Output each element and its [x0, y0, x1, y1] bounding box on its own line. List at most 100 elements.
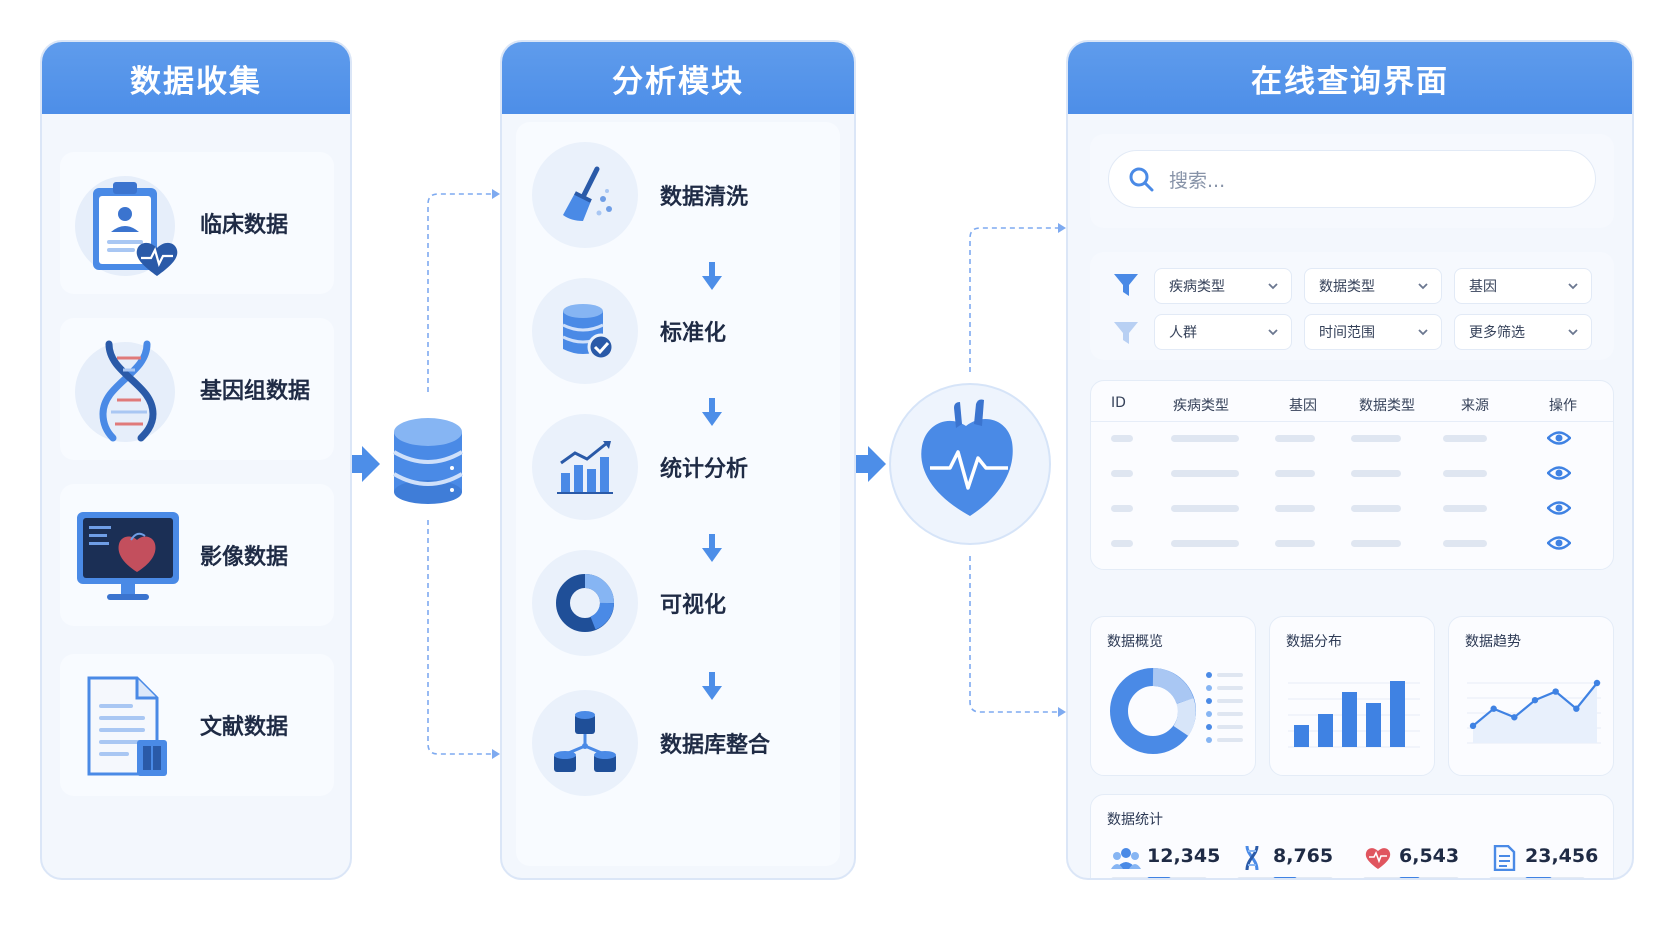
step-visualize[interactable]: 可视化	[532, 550, 832, 656]
card-distribution[interactable]: 数据分布	[1269, 616, 1435, 776]
search-area: 搜索...	[1090, 134, 1614, 228]
database-check-icon	[532, 278, 638, 384]
source-card-genomic[interactable]: 基因组数据	[60, 318, 334, 460]
users-icon	[1111, 848, 1141, 869]
cell-placeholder	[1443, 540, 1487, 547]
panel-title: 数据收集	[42, 42, 350, 114]
view-eye-icon[interactable]	[1547, 430, 1571, 446]
step-normalize[interactable]: 标准化	[532, 278, 832, 384]
view-eye-icon[interactable]	[1547, 500, 1571, 516]
central-database-icon	[392, 418, 464, 504]
filter-disease-type[interactable]: 疾病类型	[1154, 268, 1292, 304]
stat-value: 12,345	[1147, 845, 1221, 867]
filter-population[interactable]: 人群	[1154, 314, 1292, 350]
filter-icon	[1114, 322, 1138, 344]
bar	[1318, 714, 1333, 747]
cell-placeholder	[1275, 540, 1315, 547]
heart-hub-icon	[889, 383, 1051, 545]
card-title: 数据概览	[1107, 634, 1163, 650]
bar	[1390, 681, 1405, 747]
stat-value: 8,765	[1273, 845, 1334, 867]
donut-chart-icon	[532, 550, 638, 656]
legend-list	[1206, 672, 1243, 743]
step-cleaning[interactable]: 数据清洗	[532, 142, 832, 248]
step-label: 标准化	[660, 321, 727, 346]
source-label: 基因组数据	[200, 379, 311, 404]
card-overview[interactable]: 数据概览	[1090, 616, 1256, 776]
stat-documents: 23,456	[1489, 843, 1609, 878]
cell-placeholder	[1351, 505, 1401, 512]
filter-icon	[1114, 274, 1138, 296]
stat-fill	[1399, 877, 1420, 878]
source-label: 文献数据	[200, 715, 289, 740]
chevron-down-icon	[1568, 329, 1578, 336]
card-trend[interactable]: 数据趋势	[1448, 616, 1614, 776]
filter-area: 疾病类型 数据类型 基因 人群 时间范围 更多筛选	[1090, 252, 1614, 360]
chevron-down-icon	[1418, 283, 1428, 290]
document-small-icon	[1493, 845, 1516, 871]
stat-fill	[1273, 877, 1297, 878]
trend-point	[1511, 714, 1518, 721]
bar-trend-icon	[532, 414, 638, 520]
source-card-imaging[interactable]: 影像数据	[60, 484, 334, 626]
cell-placeholder	[1351, 470, 1401, 477]
cell-placeholder	[1351, 435, 1401, 442]
card-title: 数据趋势	[1465, 634, 1521, 650]
filter-more[interactable]: 更多筛选	[1454, 314, 1592, 350]
cell-placeholder	[1443, 505, 1487, 512]
step-label: 数据库整合	[660, 733, 771, 758]
step-statistics[interactable]: 统计分析	[532, 414, 832, 520]
panel-online-query: 在线查询界面 搜索... 疾病类型 数据类型 基因 人群 时间范围 更多筛选 I…	[1066, 40, 1634, 880]
filter-gene[interactable]: 基因	[1454, 268, 1592, 304]
dashed-connector-bottom	[427, 520, 494, 755]
chevron-down-icon	[1268, 329, 1278, 336]
donut-segment	[1173, 698, 1196, 737]
stat-genes: 8,765	[1237, 843, 1357, 878]
cell-placeholder	[1275, 435, 1315, 442]
step-integration[interactable]: 数据库整合	[532, 690, 832, 796]
view-eye-icon[interactable]	[1547, 535, 1571, 551]
source-label: 临床数据	[200, 213, 289, 238]
stat-fill	[1147, 877, 1171, 878]
dashed-connector-top	[427, 193, 494, 392]
step-label: 统计分析	[660, 457, 749, 482]
cell-placeholder	[1443, 470, 1487, 477]
cell-placeholder	[1171, 505, 1239, 512]
results-table: ID 疾病类型 基因 数据类型 来源 操作	[1090, 380, 1614, 570]
filter-data-type[interactable]: 数据类型	[1304, 268, 1442, 304]
analysis-steps: 数据清洗 标准化	[516, 122, 840, 866]
source-card-clinical[interactable]: 临床数据	[60, 152, 334, 294]
trend-point	[1573, 705, 1580, 712]
trend-point	[1593, 679, 1601, 687]
cell-placeholder	[1171, 470, 1239, 477]
panel-data-collection: 数据收集 临床数据	[40, 40, 352, 880]
cell-placeholder	[1443, 435, 1487, 442]
source-label: 影像数据	[200, 545, 289, 570]
panel-title: 分析模块	[502, 42, 854, 114]
stat-patients: 12,345	[1111, 843, 1231, 878]
search-input[interactable]: 搜索...	[1108, 150, 1596, 208]
filter-time-range[interactable]: 时间范围	[1304, 314, 1442, 350]
column-header: 来源	[1461, 398, 1489, 414]
arrow-down-icon	[702, 534, 722, 562]
chevron-down-icon	[1418, 329, 1428, 336]
source-card-literature[interactable]: 文献数据	[60, 654, 334, 796]
view-eye-icon[interactable]	[1547, 465, 1571, 481]
dashed-connector-query-bottom	[969, 556, 1060, 713]
column-header: ID	[1111, 395, 1126, 411]
heart-icon	[1365, 848, 1391, 869]
arrow-down-icon	[702, 398, 722, 426]
cell-placeholder	[1111, 540, 1133, 547]
clinical-clipboard-icon	[68, 163, 188, 283]
chevron-down-icon	[1268, 283, 1278, 290]
dna-icon	[68, 329, 188, 449]
panel-title: 在线查询界面	[1068, 42, 1632, 114]
search-icon	[1129, 167, 1154, 192]
panel-analysis: 分析模块 数据清洗	[500, 40, 856, 880]
connector-arrowhead	[492, 189, 500, 199]
cell-placeholder	[1111, 470, 1133, 477]
cell-placeholder	[1275, 470, 1315, 477]
step-label: 可视化	[660, 593, 727, 618]
trend-point	[1490, 705, 1497, 712]
